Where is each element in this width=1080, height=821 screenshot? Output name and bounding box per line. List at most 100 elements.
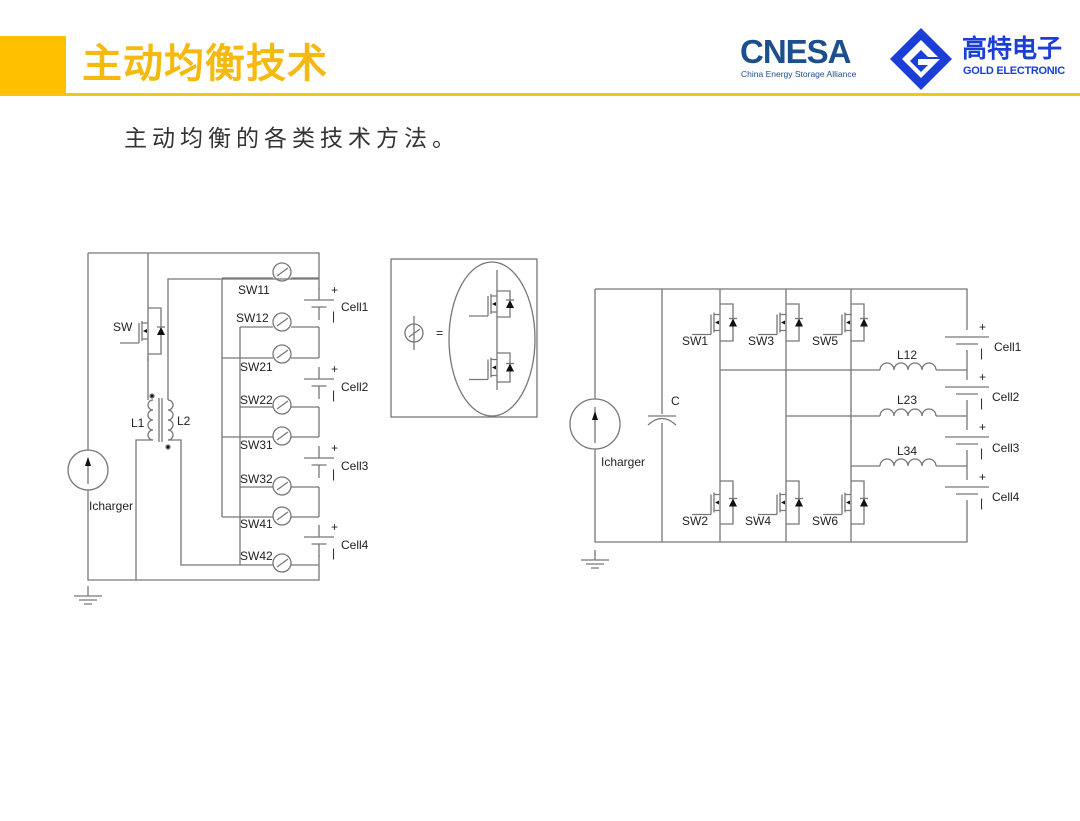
ground-icon bbox=[74, 586, 102, 605]
diode-icon bbox=[860, 498, 868, 507]
capacitor-icon bbox=[647, 417, 677, 426]
dot-marker bbox=[165, 444, 171, 450]
cell-minus-sign: | bbox=[980, 446, 983, 460]
wire bbox=[936, 369, 967, 467]
label-sw2: SW2 bbox=[682, 514, 708, 528]
label-sw11: SW11 bbox=[238, 283, 270, 297]
dot-marker bbox=[149, 393, 155, 399]
label-l12: L12 bbox=[897, 348, 917, 362]
cell-plus-sign: + bbox=[331, 283, 338, 297]
label-cell4-right: Cell4 bbox=[992, 490, 1020, 504]
label-sw41: SW41 bbox=[240, 517, 273, 531]
label-sw6: SW6 bbox=[812, 514, 838, 528]
battery-cell-icon bbox=[945, 336, 989, 345]
cell-minus-sign: | bbox=[332, 467, 335, 481]
mosfet-arrow-icon bbox=[492, 365, 496, 370]
ground-icon bbox=[581, 550, 609, 569]
label-icharger-left: Icharger bbox=[89, 499, 133, 513]
left-circuit-labels: SW L1 L2 Icharger SW11 SW12 SW21 SW22 SW… bbox=[89, 283, 443, 563]
battery-cell-icon bbox=[304, 299, 334, 308]
cell-plus-sign: + bbox=[979, 470, 986, 484]
label-cell2-left: Cell2 bbox=[341, 380, 369, 394]
switch-contact bbox=[276, 317, 289, 327]
mosfet-arrow-icon bbox=[781, 320, 785, 325]
cell-plus-sign: + bbox=[331, 520, 338, 534]
wire bbox=[135, 278, 319, 580]
diode-icon bbox=[860, 318, 868, 327]
diode-icon bbox=[729, 318, 737, 327]
cell-minus-sign: | bbox=[980, 396, 983, 410]
inset-box bbox=[390, 258, 538, 418]
cell-minus-sign: | bbox=[332, 546, 335, 560]
label-cell4-left: Cell4 bbox=[341, 538, 369, 552]
switch-icon bbox=[272, 344, 292, 364]
label-sw21: SW21 bbox=[240, 360, 273, 374]
diode-icon bbox=[506, 363, 514, 372]
diode-icon bbox=[157, 327, 165, 335]
switch-contact bbox=[276, 558, 289, 568]
switch-contact bbox=[276, 400, 289, 410]
label-icharger-right: Icharger bbox=[601, 455, 645, 469]
switch-contact bbox=[276, 511, 289, 521]
label-sw1: SW1 bbox=[682, 334, 708, 348]
switch-icon bbox=[272, 476, 292, 496]
battery-cell-icon bbox=[304, 378, 334, 387]
battery-cell-icon bbox=[304, 457, 334, 466]
cell-plus-sign: + bbox=[331, 362, 338, 376]
switch-icon bbox=[272, 395, 292, 415]
diode-icon bbox=[795, 318, 803, 327]
label-equals: = bbox=[436, 326, 443, 340]
diode-icon bbox=[795, 498, 803, 507]
label-sw42: SW42 bbox=[240, 549, 273, 563]
battery-cell-icon bbox=[945, 436, 989, 445]
label-cell3-left: Cell3 bbox=[341, 459, 369, 473]
switch-contact bbox=[276, 481, 289, 491]
label-l23: L23 bbox=[897, 393, 917, 407]
switch-icon bbox=[272, 426, 292, 446]
label-sw22: SW22 bbox=[240, 393, 273, 407]
mosfet-icon bbox=[469, 345, 511, 390]
mosfet-arrow-icon bbox=[846, 320, 850, 325]
cell-plus-sign: + bbox=[331, 441, 338, 455]
switch-contact bbox=[276, 349, 289, 359]
cell-plus-sign: + bbox=[979, 320, 986, 334]
right-circuit-labels: Icharger C SW1 SW3 SW5 SW2 SW4 SW6 L12 L… bbox=[601, 334, 1022, 528]
battery-cell-icon bbox=[945, 486, 989, 495]
cell-minus-sign: | bbox=[332, 388, 335, 402]
label-cell2-right: Cell2 bbox=[992, 390, 1020, 404]
label-l2: L2 bbox=[177, 414, 191, 428]
l2-inductor-icon bbox=[167, 399, 174, 441]
cell-minus-sign: | bbox=[332, 309, 335, 323]
diode-icon bbox=[729, 498, 737, 507]
label-sw12: SW12 bbox=[236, 311, 269, 325]
mosfet-arrow-icon bbox=[846, 500, 850, 505]
mosfet-arrow-icon bbox=[143, 329, 147, 333]
header-divider bbox=[0, 93, 1080, 96]
l34-inductor-icon bbox=[879, 458, 937, 467]
cell-minus-sign: | bbox=[980, 496, 983, 510]
cnesa-logo: CNESA bbox=[740, 33, 852, 70]
wire bbox=[87, 252, 320, 581]
diode-icon bbox=[506, 300, 514, 308]
slide-subtitle: 主动均衡的各类技术方法。 bbox=[124, 126, 460, 152]
switch-icon bbox=[272, 506, 292, 526]
label-cell1-left: Cell1 bbox=[341, 300, 369, 314]
mosfet-arrow-icon bbox=[715, 500, 719, 505]
label-cell1-right: Cell1 bbox=[994, 340, 1022, 354]
battery-cell-icon bbox=[304, 536, 334, 545]
label-sw3: SW3 bbox=[748, 334, 774, 348]
label-l1: L1 bbox=[131, 416, 145, 430]
label-l34: L34 bbox=[897, 444, 917, 458]
current-source-icon bbox=[569, 398, 621, 450]
header-accent-block bbox=[0, 36, 66, 94]
mosfet-arrow-icon bbox=[492, 302, 496, 306]
current-source-icon bbox=[67, 449, 109, 491]
arrow-head-icon bbox=[592, 411, 598, 420]
mosfet-arrow-icon bbox=[781, 500, 785, 505]
l23-inductor-icon bbox=[879, 408, 937, 417]
l1-inductor-icon bbox=[147, 399, 154, 441]
switch-contact bbox=[276, 267, 289, 277]
label-sw31: SW31 bbox=[240, 438, 273, 452]
inset-ellipse bbox=[448, 261, 536, 417]
